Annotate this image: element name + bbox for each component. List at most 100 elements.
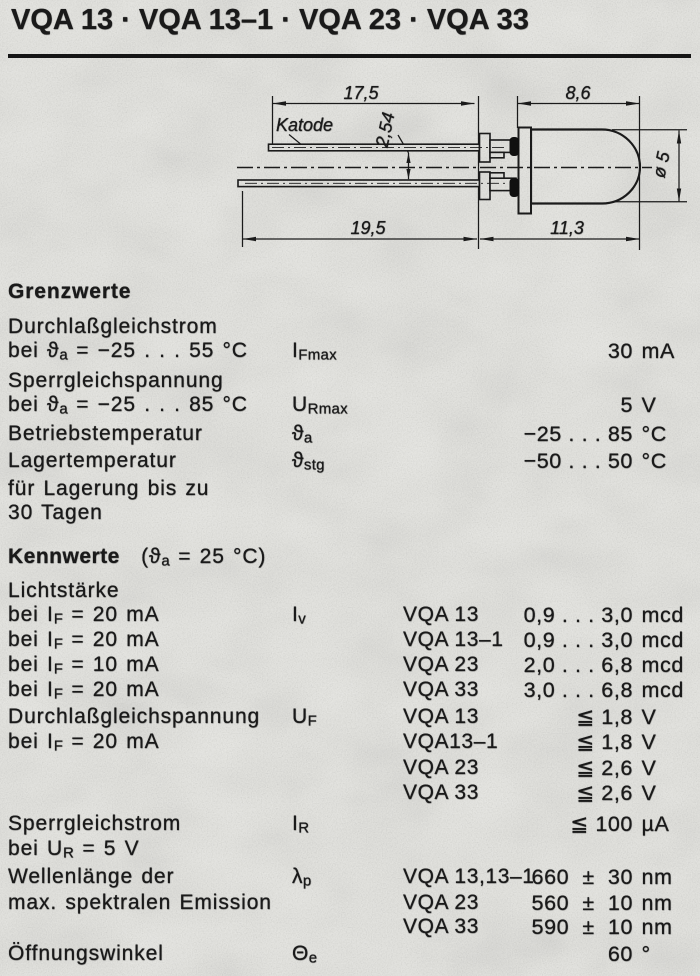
kennwerte-row: max. spektralen Emission VQA 23 560 ± 10…: [0, 890, 700, 916]
row-value: 660 ± 30: [531, 865, 633, 889]
text-part: ϑ: [292, 449, 304, 472]
kennwerte-row: Wellenlänge der λp VQA 13,13–1 660 ± 30 n…: [0, 864, 700, 890]
kennwerte-heading-bold: Kennwerte: [8, 545, 120, 568]
text-part: Θ: [292, 942, 309, 965]
row-value: ≦ 2,6: [576, 755, 633, 780]
row-symbol: ϑstg: [292, 448, 325, 474]
row-type: VQA 13: [403, 704, 479, 728]
dim-8-6: 8,6: [565, 83, 591, 103]
row-value: 0,9 . . . 3,0: [523, 602, 633, 627]
text-part: für Lagerung bis zu: [8, 477, 210, 500]
row-value: 3,0 . . . 6,8: [523, 678, 633, 702]
text-part: = 10 mA: [63, 653, 160, 676]
text-part: Lagertemperatur: [8, 449, 177, 472]
subscript: stg: [303, 456, 325, 474]
text-part: = 20 mA: [63, 730, 160, 753]
text-part: max. spektralen Emission: [8, 890, 272, 914]
text-part: λ: [292, 865, 303, 888]
row-unit: nm: [641, 915, 673, 939]
row-label: bei IF = 20 mA: [8, 677, 160, 703]
row-label: 30 Tagen: [8, 500, 103, 526]
row-value: 60: [607, 942, 633, 966]
row-label: Lagertemperatur: [8, 448, 177, 474]
row-unit: mcd: [641, 628, 684, 652]
led-outline-drawing: 17,5 8,6 19,5 11,3 2,54 ø 5 Katode: [237, 83, 687, 250]
row-symbol: λp: [292, 864, 312, 890]
subscript: F: [53, 685, 64, 703]
row-label: bei IF = 20 mA: [8, 627, 160, 653]
row-value: ≦ 1,8: [576, 704, 633, 729]
text-part: Betriebstemperatur: [8, 422, 203, 445]
text-part: = 20 mA: [63, 602, 160, 626]
lead-weld-top: [509, 137, 519, 156]
text-part: Sperrgleichspannung: [8, 369, 224, 392]
row-value: 30: [607, 339, 633, 363]
text-part: Wellenlänge der: [8, 865, 175, 888]
kennwerte-heading: Kennwerte (ϑa = 25 °C): [0, 544, 700, 570]
row-unit: °: [641, 942, 651, 966]
row-label: Wellenlänge der: [8, 864, 174, 890]
row-label: max. spektralen Emission: [8, 890, 272, 916]
row-symbol: Iv: [292, 602, 306, 628]
row-label: bei IF = 10 mA: [8, 652, 160, 678]
row-label: bei IF = 20 mA: [8, 602, 160, 628]
lead-weld-bottom: [509, 178, 519, 197]
subscript: F: [53, 610, 64, 627]
subscript: v: [298, 610, 307, 627]
dim-11-3: 11,3: [550, 218, 584, 238]
row-type: VQA 33: [403, 678, 479, 701]
row-unit: nm: [641, 865, 673, 889]
text-part: bei I: [8, 602, 54, 626]
row-unit: nm: [641, 890, 673, 915]
row-type: VQA 13: [403, 602, 479, 626]
row-label: Durchlaßgleichstrom: [8, 314, 218, 340]
text-part: ϑ: [292, 422, 304, 445]
text-part: = 5 V: [74, 837, 140, 860]
row-unit: mcd: [641, 678, 684, 702]
text-part: = 20 mA: [63, 628, 160, 651]
row-type: VQA 23: [403, 890, 479, 914]
subscript: F: [53, 660, 64, 678]
subscript: e: [308, 949, 318, 967]
subscript: F: [307, 712, 318, 729]
subscript: p: [302, 872, 312, 890]
subscript: F: [53, 737, 64, 755]
row-unit: V: [641, 781, 657, 805]
row-label: Lichtstärke: [8, 578, 119, 604]
row-value: ≦ 2,6: [576, 781, 633, 805]
grenzwerte-heading: Grenzwerte: [0, 279, 700, 305]
row-unit: °C: [641, 422, 667, 446]
row-symbol: UF: [292, 704, 317, 730]
text-part: Öffnungswinkel: [8, 942, 164, 965]
row-label: bei ϑa = −25 . . . 85 °C: [8, 392, 248, 418]
text-part: (ϑ: [132, 545, 162, 568]
row-label: Kennwerte (ϑa = 25 °C): [8, 544, 266, 570]
grenzwerte-row: Durchlaßgleichstrom: [0, 314, 700, 340]
subscript: a: [303, 429, 313, 447]
row-type: VQA 33: [403, 915, 479, 938]
text-part: = −25 . . . 85 °C: [68, 392, 248, 416]
grenzwerte-row: Sperrgleichspannung: [0, 368, 700, 394]
text-part: bei ϑ: [8, 392, 60, 416]
subscript: R: [298, 819, 310, 837]
grenzwerte-row: für Lagerung bis zu: [0, 476, 700, 502]
row-unit: V: [641, 730, 657, 754]
row-type: VQA 13,13–1: [403, 865, 535, 888]
row-label: Sperrgleichstrom: [8, 811, 181, 837]
row-label: Sperrgleichspannung: [8, 368, 224, 394]
row-label: für Lagerung bis zu: [8, 476, 209, 502]
lead-anode: [237, 171, 517, 201]
row-value: 590 ± 10: [531, 915, 633, 939]
row-label: bei ϑa = −25 . . . 55 °C: [8, 338, 248, 364]
row-value: ≦ 1,8: [576, 730, 633, 754]
row-label: bei IF = 20 mA: [8, 729, 160, 755]
text-part: 30 Tagen: [8, 501, 103, 524]
subscript: R: [63, 844, 75, 862]
row-type: VQA 13–1: [403, 628, 504, 651]
text-part: bei I: [8, 730, 54, 753]
katode-label: Katode: [276, 115, 333, 135]
dim-diameter: ø 5: [649, 149, 674, 180]
text-part: U: [292, 704, 308, 728]
row-label: Betriebstemperatur: [8, 421, 203, 447]
